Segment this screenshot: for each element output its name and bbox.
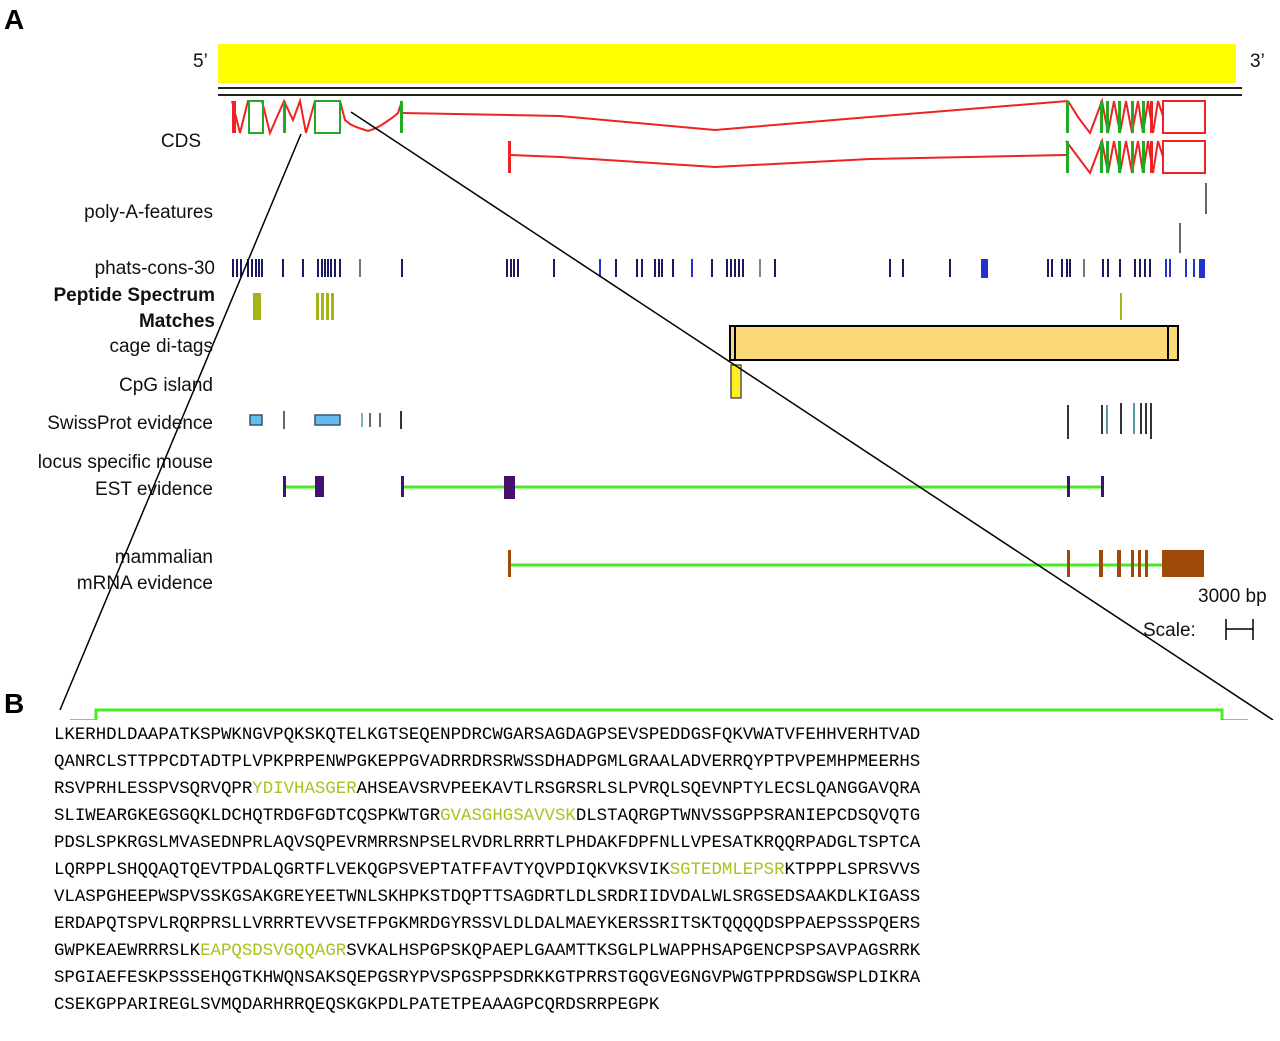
zoom-line-left — [59, 133, 302, 711]
sequence-line: PDSLSPKRGSLMVASEDNPRLAQVSQPEVRMRRSNPSELR… — [54, 830, 1274, 857]
sequence-line: ERDAPQTSPVLRQRPRSLLVRRRTEVVSETFPGKMRDGYR… — [54, 911, 1274, 938]
phats-cons-track — [232, 259, 1205, 278]
exon-zoom — [70, 708, 1248, 720]
swissprot-label: SwissProt evidence — [47, 413, 213, 434]
protein-sequence: LKERHDLDAAPATKSPWKNGVPQKSKQTELKGTSEQENPD… — [54, 722, 1274, 1019]
peptide-match: YDIVHASGER — [252, 780, 357, 799]
scale-label: Scale: — [1143, 620, 1196, 641]
sequence-segment: SLIWEARGKEGSGQKLDCHQTRDGFGDTCQSPKWTGR — [54, 807, 441, 826]
peptide-label-2: Matches — [139, 311, 215, 332]
sequence-segment: RSVPRHLESSPVSQRVQPR — [54, 780, 253, 799]
sequence-segment: VLASPGHEEPWSPVSSKGSAKGREYEETWNLSKHPKSTDQ… — [54, 888, 921, 907]
cpg-label: CpG island — [119, 375, 213, 396]
sequence-segment: KTPPPLSPRSVVS — [784, 861, 921, 880]
sequence-segment: QANRCLSTTPPCDTADTPLVPKPRPENWPGKEPPGVADRR… — [54, 753, 921, 772]
peptide-match: SGTEDMLEPSR — [669, 861, 785, 880]
sequence-segment: GWPKEAEWRRRSLK — [54, 942, 201, 961]
three-prime-label: 3’ — [1250, 51, 1265, 72]
cpg-island-mark — [730, 364, 742, 399]
mrna-label-2: mRNA evidence — [77, 573, 213, 594]
sequence-line: SPGIAEFESKPSSSEHQGTKHWQNSAKSQEPGSRYPVSPG… — [54, 965, 1274, 992]
five-prime-label: 5’ — [193, 51, 208, 72]
poly-a-features — [1179, 183, 1207, 253]
peptide-label-1: Peptide Spectrum — [53, 285, 215, 306]
sequence-line: CSEKGPPARIREGLSVMQDARHRRQEQSKGKPDLPATETP… — [54, 992, 1274, 1019]
cage-track — [729, 325, 1179, 361]
genome-bar — [218, 44, 1236, 83]
sequence-line: QANRCLSTTPPCDTADTPLVPKPRPENWPGKEPPGVADRR… — [54, 749, 1274, 776]
sequence-line: VLASPGHEEPWSPVSSKGSAKGREYEETWNLSKHPKSTDQ… — [54, 884, 1274, 911]
scale-value: 3000 bp — [1198, 586, 1267, 607]
sequence-line: SLIWEARGKEGSGQKLDCHQTRDGFGDTCQSPKWTGRGVA… — [54, 803, 1274, 830]
cds-transcript-2 — [508, 137, 1206, 176]
sequence-line: LKERHDLDAAPATKSPWKNGVPQKSKQTELKGTSEQENPD… — [54, 722, 1274, 749]
sequence-segment: ERDAPQTSPVLRQRPRSLLVRRRTEVVSETFPGKMRDGYR… — [54, 915, 921, 934]
sequence-segment: DLSTAQRGPTWNVSSGPPSRANIEPCDSQVQTG — [575, 807, 921, 826]
mrna-track — [508, 550, 1204, 577]
gene-structure-figure: A B 5’ 3’ CDS poly-A-features phats-cons… — [4, 4, 1274, 720]
poly-a-label: poly-A-features — [84, 202, 213, 223]
panel-a-label: A — [4, 4, 24, 35]
sequence-line: GWPKEAEWRRRSLKEAPQSDSVGQQAGRSVKALHSPGPSK… — [54, 938, 1274, 965]
cds-label: CDS — [161, 131, 201, 152]
mouse-est-label-1: locus specific mouse — [38, 452, 213, 473]
sequence-segment: SVKALHSPGPSKQPAEPLGAAMTTKSGLPLWAPPHSAPGE… — [346, 942, 921, 961]
sequence-segment: CSEKGPPARIREGLSVMQDARHRRQEQSKGKPDLPATETP… — [54, 996, 660, 1015]
cage-label: cage di-tags — [109, 336, 213, 357]
panel-b-label: B — [4, 688, 24, 719]
peptide-match: EAPQSDSVGQQAGR — [200, 942, 347, 961]
peptide-match: GVASGHGSAVVSK — [440, 807, 576, 826]
phats-cons-label: phats-cons-30 — [95, 258, 215, 279]
cds-transcript-1 — [231, 97, 1206, 137]
sequence-line: RSVPRHLESSPVSQRVQPRYDIVHASGERAHSEAVSRVPE… — [54, 776, 1274, 803]
sequence-segment: LKERHDLDAAPATKSPWKNGVPQKSKQTELKGTSEQENPD… — [54, 726, 921, 745]
sequence-segment: AHSEAVSRVPEEKAVTLRSGRSRLSLPVRQLSQEVNPTYL… — [356, 780, 921, 799]
peptide-spectrum-track — [253, 293, 1122, 320]
mouse-est-track — [283, 476, 1104, 499]
mrna-label-1: mammalian — [115, 547, 213, 568]
swissprot-track — [249, 403, 1152, 439]
sequence-line: LQRPPLSHQQAQTQEVTPDALQGRTFLVEKQGPSVEPTAT… — [54, 857, 1274, 884]
zoom-line-right — [350, 111, 1274, 720]
mouse-est-label-2: EST evidence — [95, 479, 213, 500]
sequence-segment: SPGIAEFESKPSSSEHQGTKHWQNSAKSQEPGSRYPVSPG… — [54, 969, 921, 988]
scale-bar — [1225, 619, 1254, 640]
sequence-segment: PDSLSPKRGSLMVASEDNPRLAQVSQPEVRMRRSNPSELR… — [54, 834, 921, 853]
sequence-segment: LQRPPLSHQQAQTQEVTPDALQGRTFLVEKQGPSVEPTAT… — [54, 861, 670, 880]
